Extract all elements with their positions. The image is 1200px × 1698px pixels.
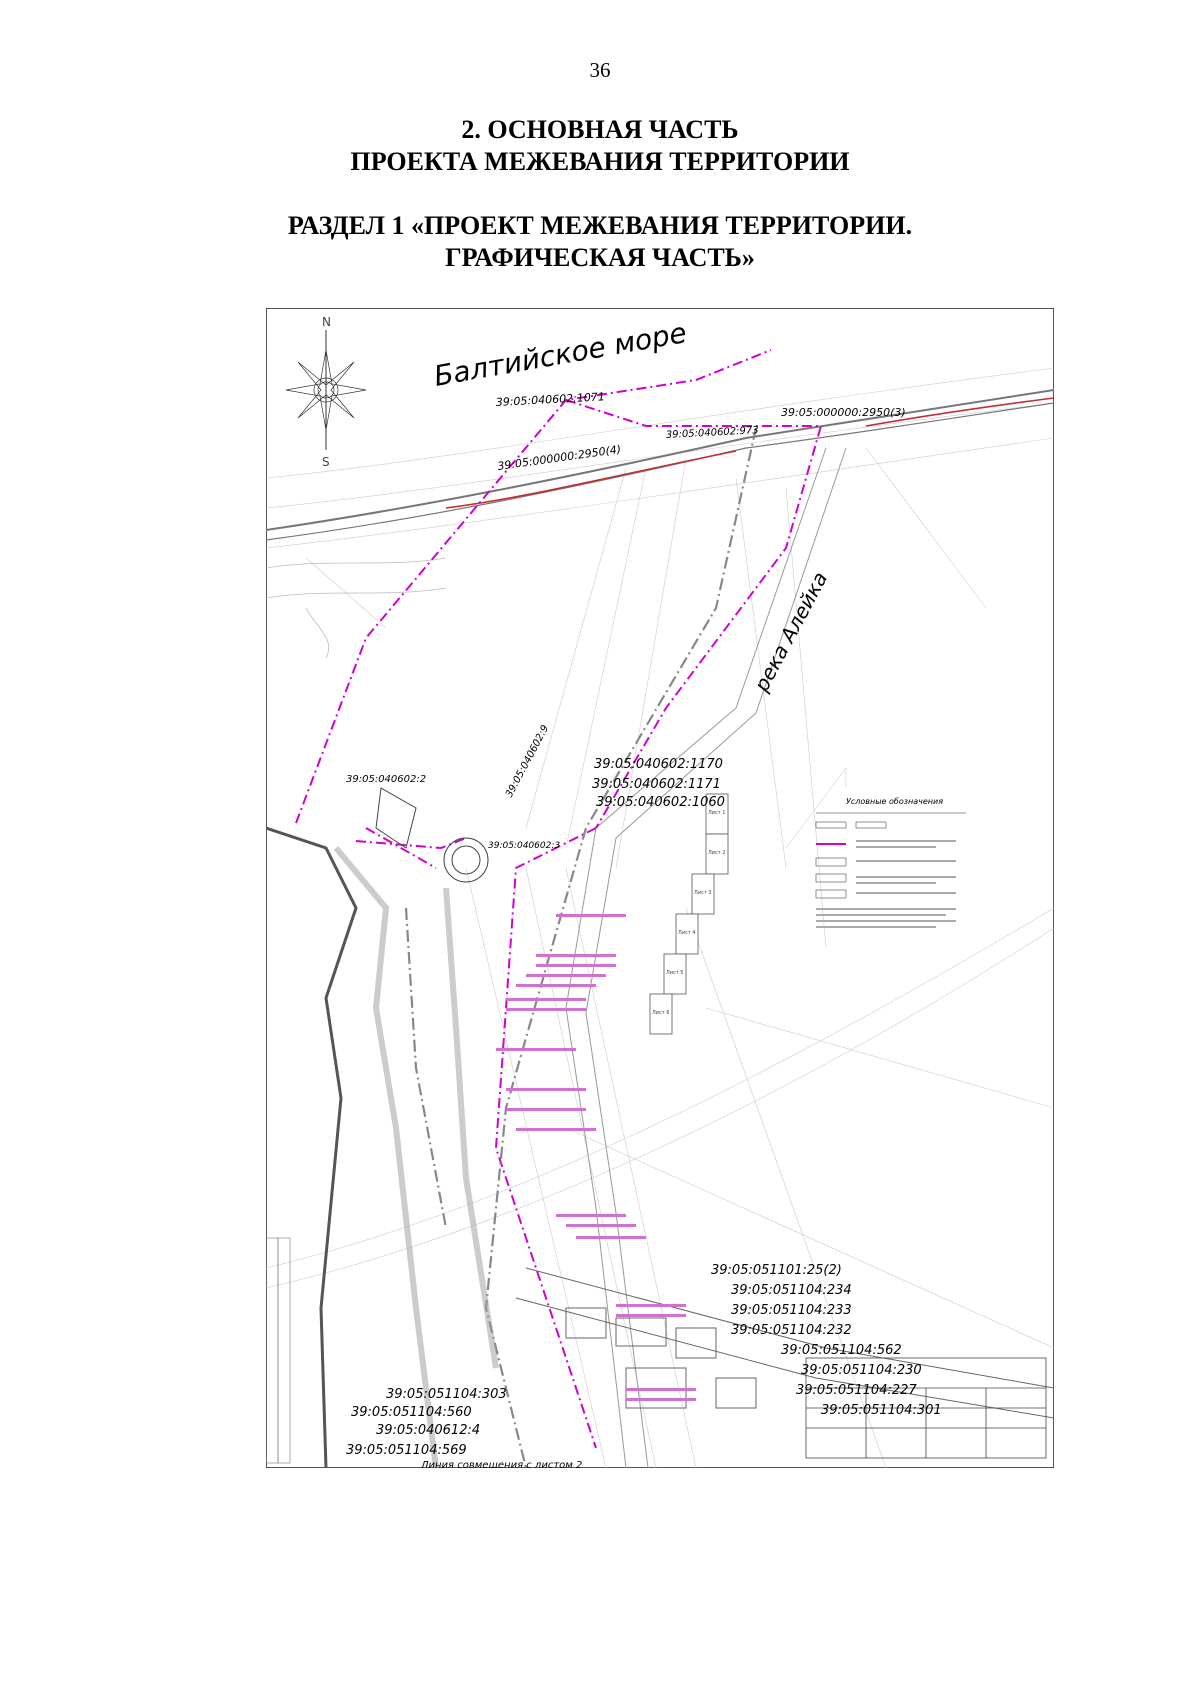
zone-boundary <box>404 427 758 1468</box>
parcel-label-right-4: 39:05:051104:232 <box>731 1323 852 1338</box>
parcel-label-mid-5: 39:05:040602:1060 <box>596 795 725 810</box>
legend-title: Условные обозначения <box>846 797 943 806</box>
map-legend: Условные обозначения <box>815 797 966 928</box>
roundabout <box>375 787 489 883</box>
compass-north-label: N <box>322 315 331 329</box>
sheet-label-2: Лист 2 <box>708 850 725 856</box>
cadastral-map-svg: N S <box>266 308 1054 1468</box>
project-boundary <box>295 349 823 1449</box>
roads <box>333 846 499 1468</box>
parcel-label-right-6: 39:05:051104:230 <box>801 1363 922 1378</box>
parcel-label-top-3: 39:05:040602:973 <box>666 425 759 441</box>
sheet-label-3: Лист 3 <box>694 890 711 896</box>
parcel-label-right-8: 39:05:051104:301 <box>821 1403 942 1418</box>
cadastral-map-drawing: N S <box>266 308 1054 1468</box>
match-line-label: Линия совмещения с листом 2 <box>420 1460 582 1468</box>
sheet-label-1: Лист 1 <box>708 810 725 816</box>
subsection-heading: РАЗДЕЛ 1 «ПРОЕКТ МЕЖЕВАНИЯ ТЕРРИТОРИИ. Г… <box>0 210 1200 274</box>
sheet-label-5: Лист 5 <box>666 970 683 976</box>
side-stamp <box>266 1237 291 1464</box>
parcel-label-right-2: 39:05:051104:234 <box>731 1283 852 1298</box>
shore-texture <box>266 557 447 659</box>
parcel-label-top-1: 39:05:040602:1071 <box>495 390 605 409</box>
parcel-label-right-7: 39:05:051104:227 <box>796 1383 917 1398</box>
map-frame <box>266 308 1054 1468</box>
parcel-label-right-1: 39:05:051101:25(2) <box>711 1263 842 1278</box>
parcel-label-right-5: 39:05:051104:562 <box>781 1343 902 1358</box>
parcel-label-mid-3: 39:05:040602:1170 <box>594 757 723 772</box>
parcel-label-mid-4: 39:05:040602:1171 <box>592 777 721 792</box>
compass-rose-icon: N S <box>285 315 367 469</box>
sheet-index <box>649 793 729 1035</box>
parcel-label-left-1: 39:05:051104:303 <box>386 1387 507 1402</box>
parcel-label-mid-1: 39:05:040602:2 <box>346 774 426 785</box>
sheet-label-4: Лист 4 <box>678 930 695 936</box>
railway-lines <box>266 826 358 1468</box>
parcel-label-left-4: 39:05:051104:569 <box>346 1443 467 1458</box>
parcel-label-mid-6: 39:05:040602:3 <box>488 841 560 851</box>
coastline <box>266 389 1054 541</box>
subsection-heading-line-1: РАЗДЕЛ 1 «ПРОЕКТ МЕЖЕВАНИЯ ТЕРРИТОРИИ. <box>287 211 913 240</box>
title-block <box>805 1357 1047 1459</box>
parcel-label-right-3: 39:05:051104:233 <box>731 1303 852 1318</box>
subsection-heading-line-2: ГРАФИЧЕСКАЯ ЧАСТЬ» <box>445 243 755 272</box>
section-heading-line-2: ПРОЕКТА МЕЖЕВАНИЯ ТЕРРИТОРИИ <box>350 147 850 176</box>
parcel-label-left-3: 39:05:040612:4 <box>376 1423 480 1438</box>
compass-south-label: S <box>322 455 330 469</box>
sheet-label-6: Лист 6 <box>652 1010 669 1016</box>
sheet-labels: Лист 1 Лист 2 Лист 3 Лист 4 Лист 5 Лист … <box>652 810 725 1016</box>
river-channel <box>565 447 847 1468</box>
section-heading-line-1: 2. ОСНОВНАЯ ЧАСТЬ <box>461 115 739 144</box>
parcel-label-left-2: 39:05:051104:560 <box>351 1405 472 1420</box>
minor-magenta-labels <box>496 914 696 1401</box>
parcel-label-top-2: 39:05:000000:2950(3) <box>781 406 906 419</box>
section-heading: 2. ОСНОВНАЯ ЧАСТЬ ПРОЕКТА МЕЖЕВАНИЯ ТЕРР… <box>0 114 1200 178</box>
page-number: 36 <box>589 58 611 82</box>
